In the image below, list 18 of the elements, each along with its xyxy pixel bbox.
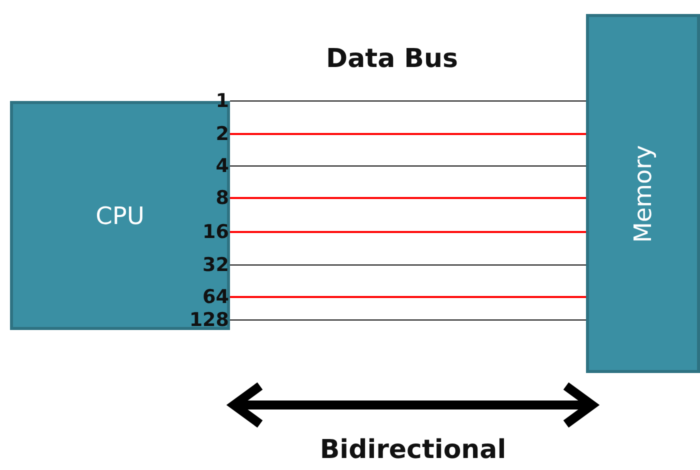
memory-box — [586, 14, 700, 373]
bit-value: 4 — [216, 156, 229, 176]
bit-value: 128 — [189, 310, 229, 330]
bit-value: 8 — [216, 188, 229, 208]
bus-heading: Data Bus — [326, 44, 458, 74]
bus-line — [230, 231, 586, 233]
bus-line — [230, 133, 586, 135]
node-label: Memory — [629, 144, 657, 242]
bit-value: 32 — [202, 255, 229, 275]
direction-label: Bidirectional — [320, 435, 506, 465]
bit-value: 64 — [202, 287, 229, 307]
bus-line — [230, 264, 586, 266]
bit-value: 16 — [202, 222, 229, 242]
bus-line — [230, 296, 586, 298]
node-label: CPU — [96, 202, 144, 230]
bit-value: 2 — [216, 124, 229, 144]
bus-line — [230, 100, 586, 102]
bus-line — [230, 197, 586, 199]
